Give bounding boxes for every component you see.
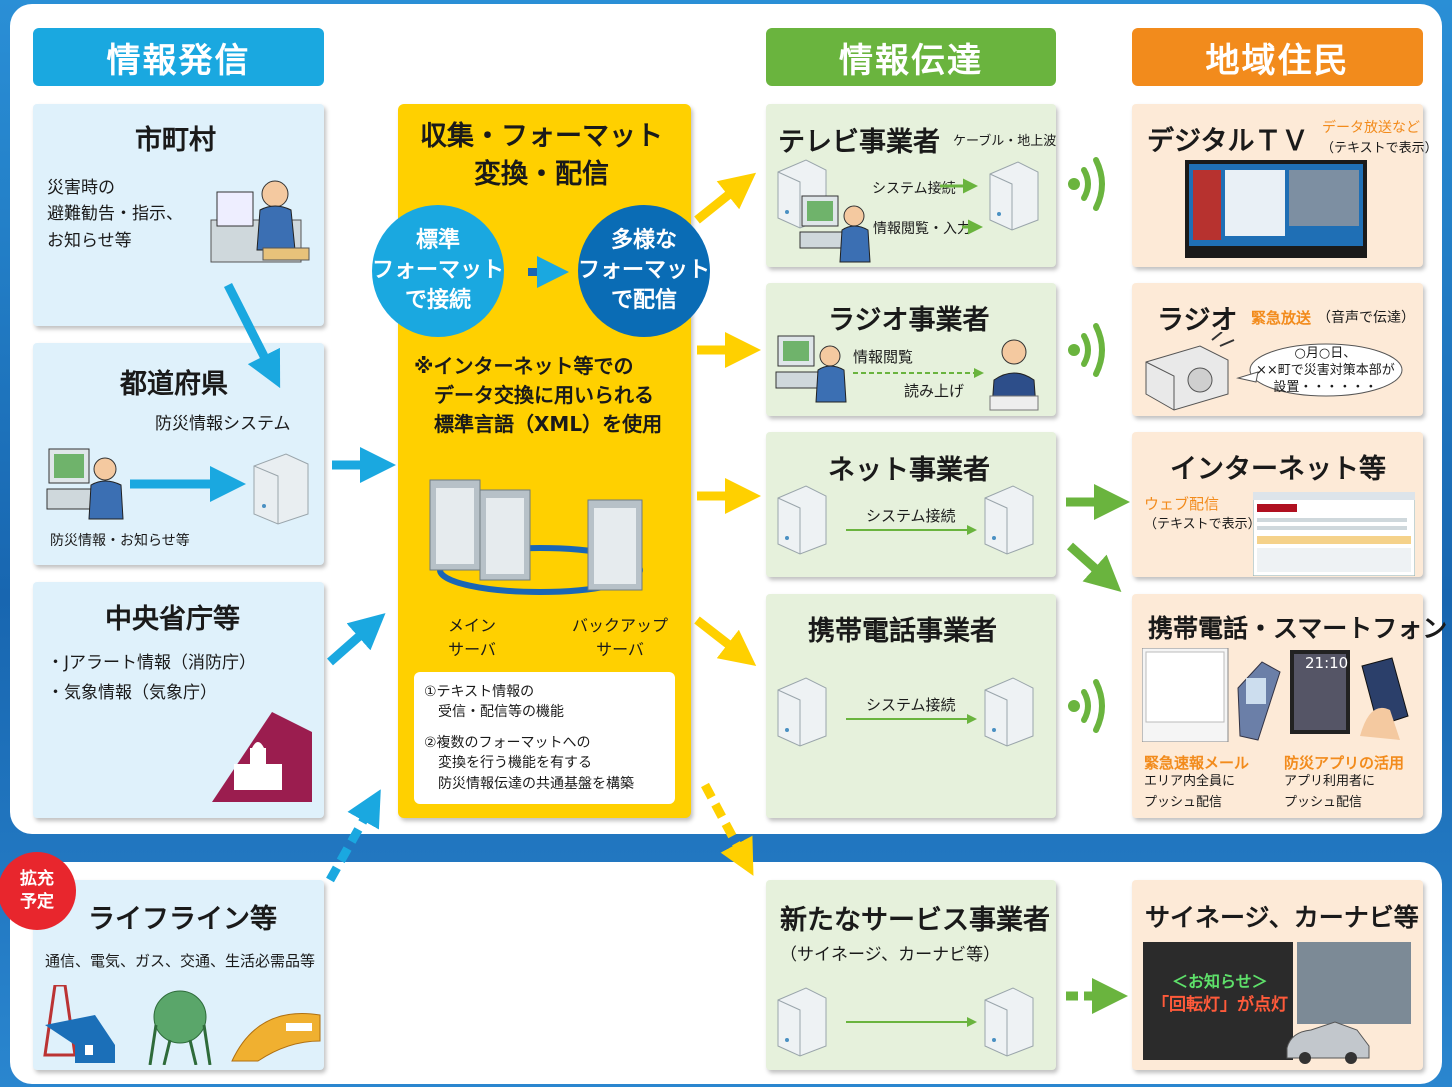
ministry-title: 中央省庁等 (105, 604, 240, 635)
tv-link-view-input: 情報閲覧・入力 (873, 221, 971, 237)
prefecture-title: 都道府県 (120, 369, 228, 400)
mobile-link-system: システム接続 (866, 696, 956, 714)
flip-phone-icon (1142, 648, 1281, 742)
digital-tv-sub2: （テキストで表示） (1321, 141, 1438, 156)
radio-link-read: 読み上げ (904, 382, 965, 400)
expansion-badge: 拡充 予定 (0, 852, 76, 930)
net-link-system: システム接続 (866, 507, 956, 525)
gas-tank-icon (148, 990, 212, 1065)
newscaster-icon (989, 339, 1039, 411)
arrow-hub-to-mobile (694, 616, 757, 667)
server-icon (253, 453, 309, 525)
mobile-operator-title: 携帯電話事業者 (808, 616, 997, 647)
header-info-send: 情報発信 (33, 28, 324, 86)
municipality-body: 災害時の 避難勧告・指示、 お知らせ等 (47, 178, 183, 251)
radio-title: ラジオ (1157, 305, 1238, 336)
arrow-ministry-to-hub (327, 613, 386, 666)
arrow-municipality-to-prefecture (223, 282, 281, 389)
lifeline-title: ライフライン等 (88, 904, 277, 935)
radio-sub2: （音声で伝達） (1317, 310, 1415, 326)
mobile-app-body: アプリ利用者に プッシュ配信 (1284, 774, 1376, 810)
tv-operator-title: テレビ事業者 (778, 127, 940, 158)
smartphone-icon (1290, 650, 1409, 740)
net-operator-title: ネット事業者 (828, 455, 990, 486)
hub-function-2: ②複数のフォーマットへの 変換を行う機能を有する 防災情報伝達の共通基盤を構築 (424, 735, 634, 792)
header-info-transfer: 情報伝達 (766, 28, 1056, 86)
ministry-item-jalert: ・Jアラート情報（消防庁） (47, 653, 257, 673)
hub-functions-box (414, 672, 675, 804)
prefecture-system-label: 防災情報システム (155, 414, 291, 434)
mobile-mail-body: エリア内全員に プッシュ配信 (1144, 774, 1236, 810)
radio-operator-title: ラジオ事業者 (828, 305, 990, 336)
government-building-icon (212, 712, 312, 802)
lifeline-body: 通信、電気、ガス、交通、生活必需品等 (45, 952, 316, 970)
new-service-sub: （サイネージ、カーナビ等） (780, 945, 1001, 965)
prefecture-note: 防災情報・お知らせ等 (50, 533, 190, 549)
server-rack-icon (429, 479, 643, 595)
web-page-icon (1253, 492, 1415, 576)
arrow-hub-to-new-service (701, 782, 754, 876)
hub-title: 収集・フォーマット 変換・配信 (420, 121, 663, 190)
backup-server-label: バックアップ サーバ (572, 616, 669, 659)
tv-link-system: システム接続 (872, 181, 956, 197)
operator-icon (210, 180, 310, 263)
arrow-net-to-mobile (1066, 542, 1122, 593)
signage-text-top: ＜お知らせ＞ (1172, 972, 1268, 991)
signage-photo (1143, 942, 1293, 1060)
signage-title: サイネージ、カーナビ等 (1145, 903, 1419, 932)
hub-function-1: ①テキスト情報の 受信・配信等の機能 (424, 684, 564, 721)
speech-bubble-icon (1236, 343, 1403, 397)
municipality-title: 市町村 (135, 125, 216, 156)
tv-screen-icon (1185, 160, 1367, 258)
circle-various-formats: 多様な フォーマット で配信 (578, 205, 710, 337)
arrow-hub-to-tv (694, 172, 757, 224)
circle-standard-format: 標準 フォーマット で接続 (372, 205, 504, 337)
mobile-mail-title: 緊急速報メール (1144, 754, 1250, 772)
main-server-label: メイン サーバ (448, 616, 497, 659)
hub-xml-note: ※インターネット等での データ交換に用いられる 標準言語（XML）を使用 (414, 354, 663, 436)
train-icon (231, 1013, 321, 1062)
ministry-item-weather: ・気象情報（気象庁） (47, 683, 217, 703)
tv-operator-sub: ケーブル・地上波 (953, 134, 1057, 149)
new-service-title: 新たなサービス事業者 (780, 905, 1050, 936)
internet-title: インターネット等 (1170, 454, 1386, 485)
pc-operator-icon (46, 448, 124, 520)
arrow-lifeline-to-hub (326, 789, 381, 883)
mobile-app-title: 防災アプリの活用 (1284, 754, 1405, 772)
internet-sub2: （テキストで表示） (1144, 517, 1261, 532)
signal-radio-icon (1068, 323, 1105, 377)
radio-bubble-text: ○月○日、 ××町で災害対策本部が 設置・・・・・・ (1256, 346, 1395, 395)
signal-tv-icon (1068, 157, 1105, 211)
radio-icon (1145, 332, 1235, 411)
digital-tv-sub1: データ放送など (1322, 120, 1420, 136)
smartphone-time: 21:10 (1305, 654, 1349, 672)
internet-sub1: ウェブ配信 (1144, 495, 1220, 513)
mobile-title: 携帯電話・スマートフォン (1148, 614, 1448, 643)
power-tower-icon (43, 985, 115, 1063)
signal-mobile-icon (1068, 679, 1105, 733)
radio-sub1: 緊急放送 (1251, 309, 1312, 327)
car-icon (1286, 1021, 1370, 1064)
header-residents: 地域住民 (1132, 28, 1423, 86)
signage-text-bottom: 「回転灯」が点灯 (1152, 995, 1288, 1015)
radio-link-view: 情報閲覧 (853, 348, 914, 366)
digital-tv-title: デジタルＴＶ (1147, 126, 1309, 157)
car-navigation-photo (1297, 942, 1411, 1024)
